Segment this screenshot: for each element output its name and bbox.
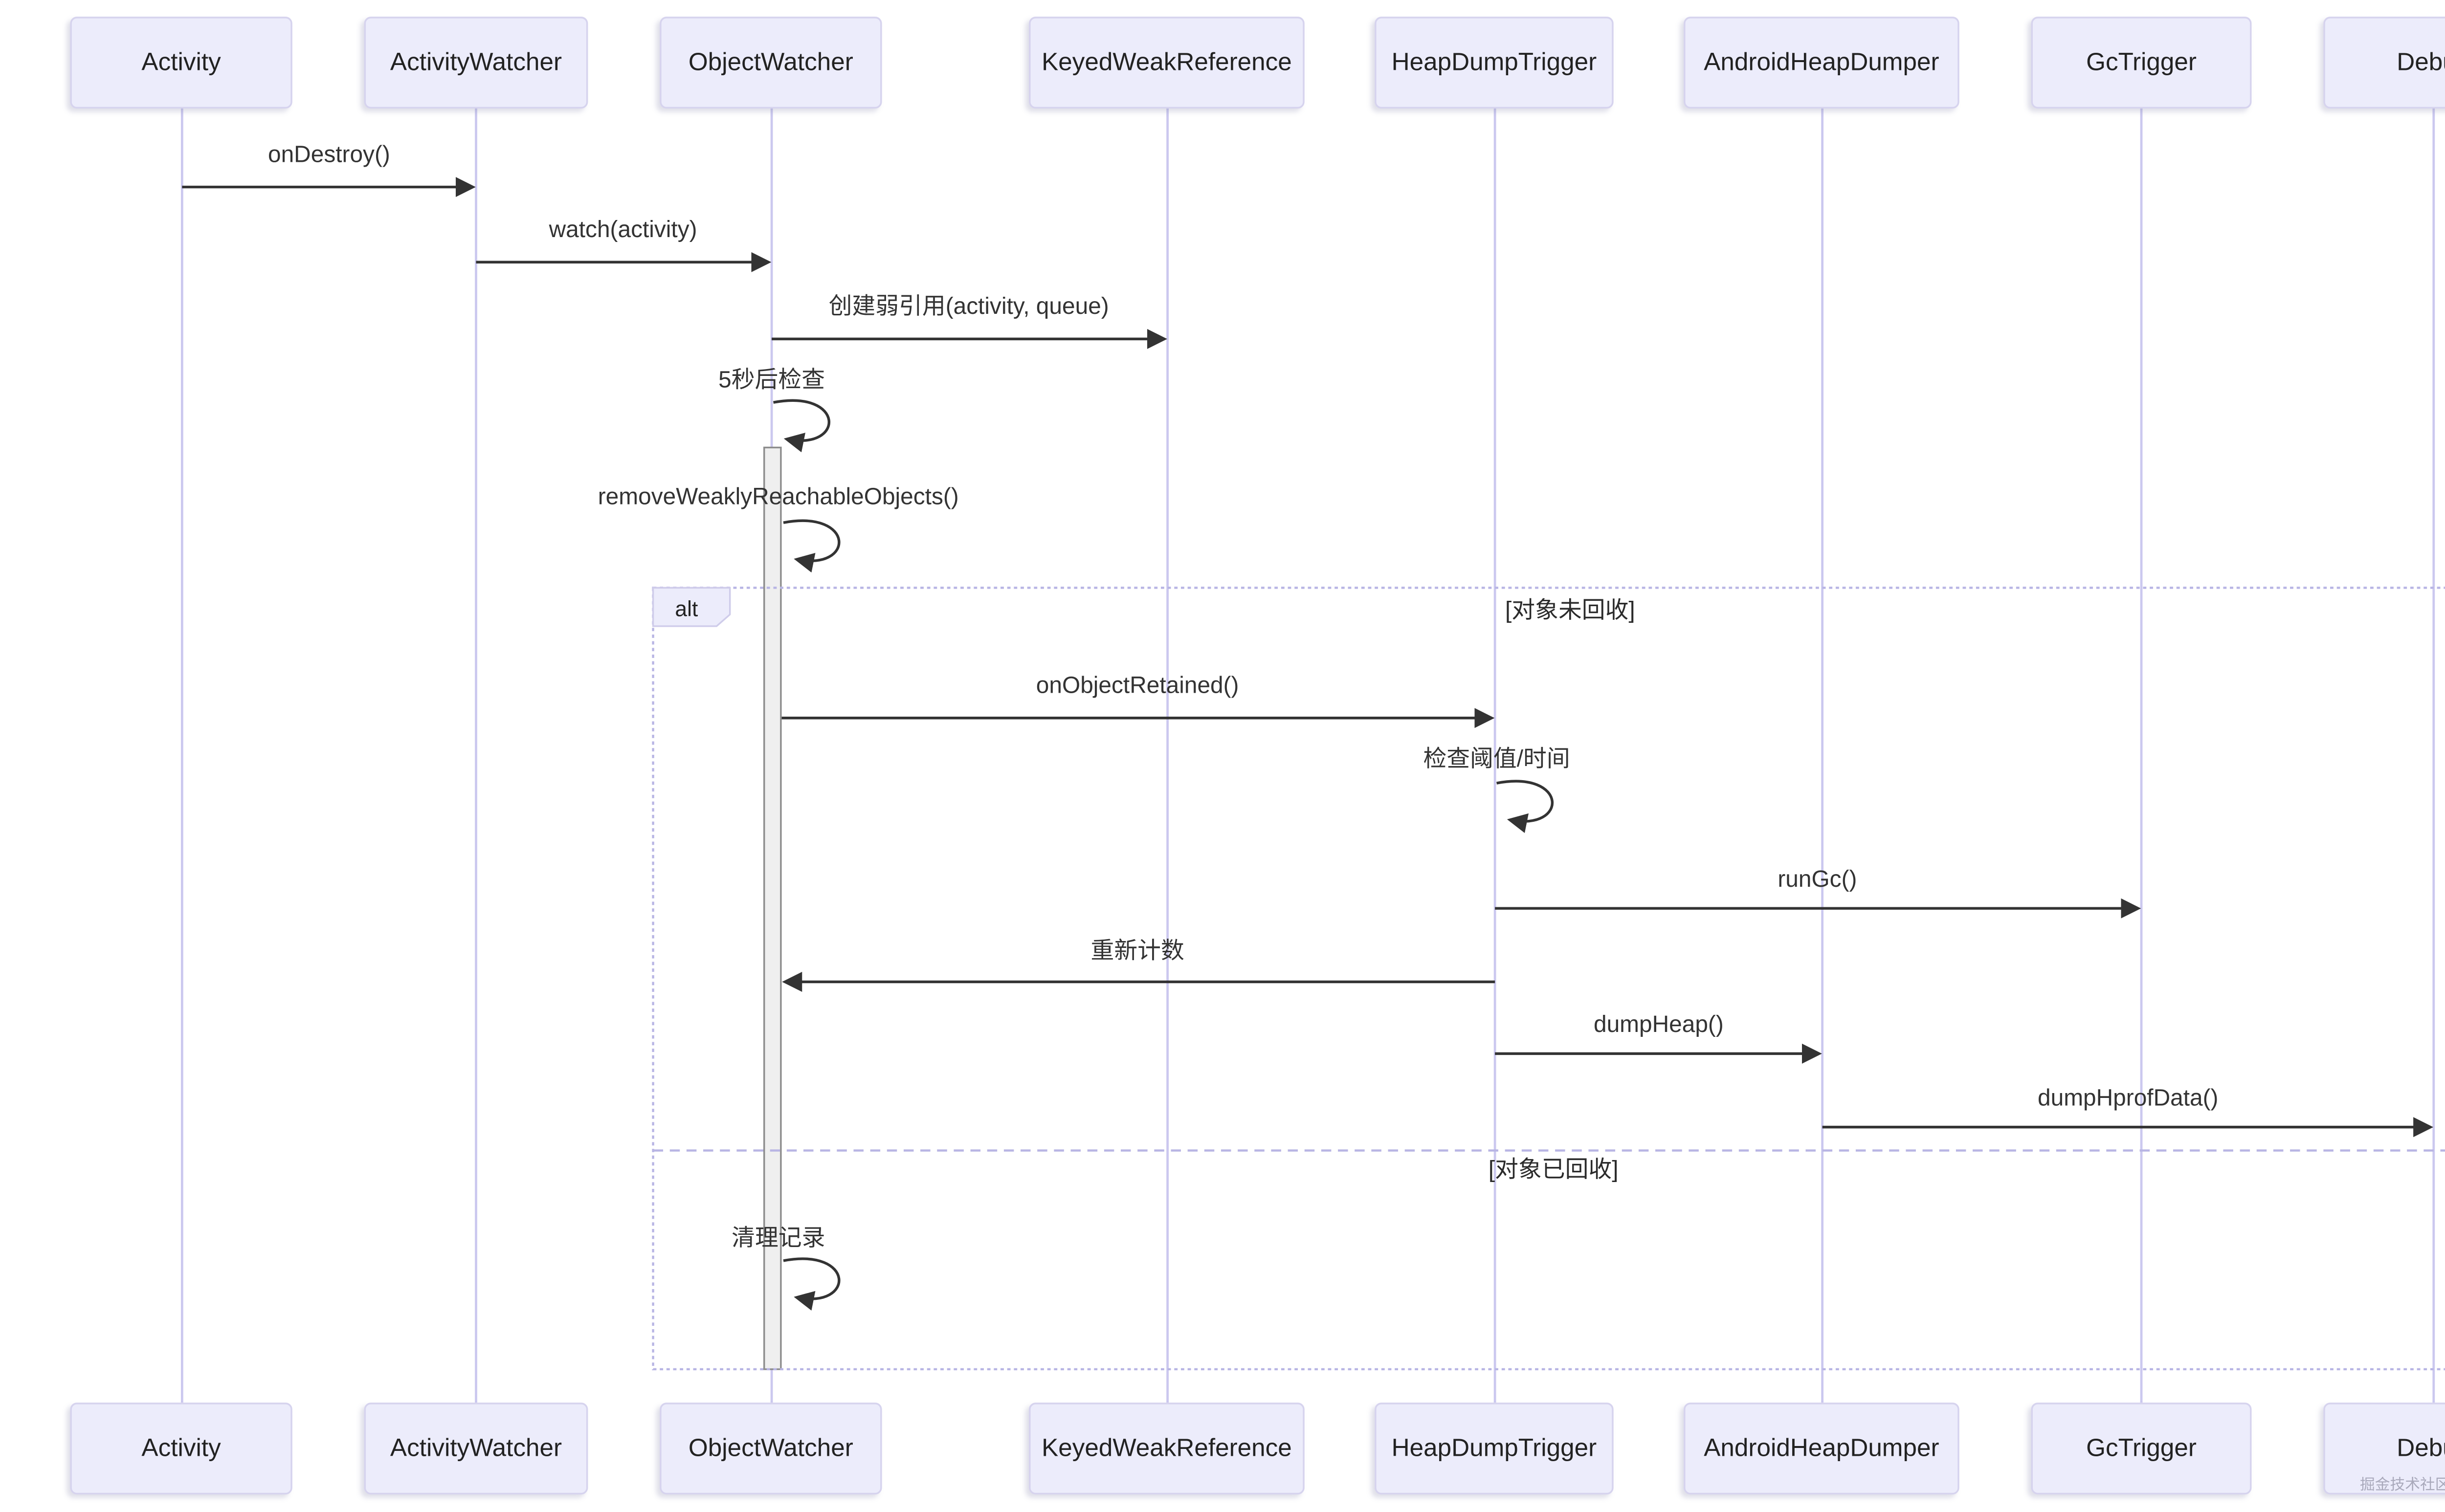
watermark-text: 掘金技术社区 @ 鹏程十八少 [2360,1476,2445,1493]
alt-fragment-label: alt [675,595,698,620]
actor-activity-bottom: Activity [70,1402,292,1495]
message-label-recount: 重新计数 [1090,937,1184,964]
message-label-check-threshold: 检查阈值/时间 [1423,745,1570,772]
actor-activitywatcher-top: ActivityWatcher [364,17,588,109]
actor-androidheapdumper-top: AndroidHeapDumper [1684,17,1959,109]
message-label-clean-records: 清理记录 [732,1224,825,1251]
actor-gctrigger-top: GcTrigger [2031,17,2252,109]
alt-frame [652,587,2445,1371]
actor-keyedweakreference-top: KeyedWeakReference [1029,17,1305,109]
self-loop-check-threshold [1496,780,1554,833]
message-label-watch: watch(activity) [549,215,697,242]
message-label-check-after-5s: 5秒后检查 [718,366,825,393]
actor-debug-bottom: Debug [2323,1402,2445,1495]
actor-keyedweakreference-bottom: KeyedWeakReference [1029,1402,1305,1495]
message-label-onobjectretained: onObjectRetained() [1036,671,1239,698]
actor-objectwatcher-top: ObjectWatcher [660,17,882,109]
actor-activitywatcher-bottom: ActivityWatcher [364,1402,588,1495]
self-loop-removeweakly [783,519,841,573]
message-label-rungc: runGc() [1778,865,1857,892]
actor-objectwatcher-bottom: ObjectWatcher [660,1402,882,1495]
message-label-removeweakly: removeWeaklyReachableObjects() [598,482,959,509]
alt-condition-not-collected: [对象未回收] [1505,596,1635,623]
alt-condition-collected: [对象已回收] [1488,1155,1619,1183]
alt-label-tab [652,587,731,627]
actor-activity-top: Activity [70,17,292,109]
actor-debug-top: Debug [2323,17,2445,109]
activation-bar-objectwatcher [763,446,782,1370]
message-label-dumphprofdata: dumpHprofData() [2038,1083,2219,1111]
self-loop-clean-records [783,1257,841,1311]
message-label-dumpheap: dumpHeap() [1593,1010,1724,1037]
actor-heapdumptrigger-top: HeapDumpTrigger [1375,17,1614,109]
actor-gctrigger-bottom: GcTrigger [2031,1402,2252,1495]
actor-androidheapdumper-bottom: AndroidHeapDumper [1684,1402,1959,1495]
actor-heapdumptrigger-bottom: HeapDumpTrigger [1375,1402,1614,1495]
self-loop-check-after-5s [773,399,830,453]
message-label-ondestroy: onDestroy() [267,140,390,167]
message-label-create-weakref: 创建弱引用(activity, queue) [828,292,1109,319]
